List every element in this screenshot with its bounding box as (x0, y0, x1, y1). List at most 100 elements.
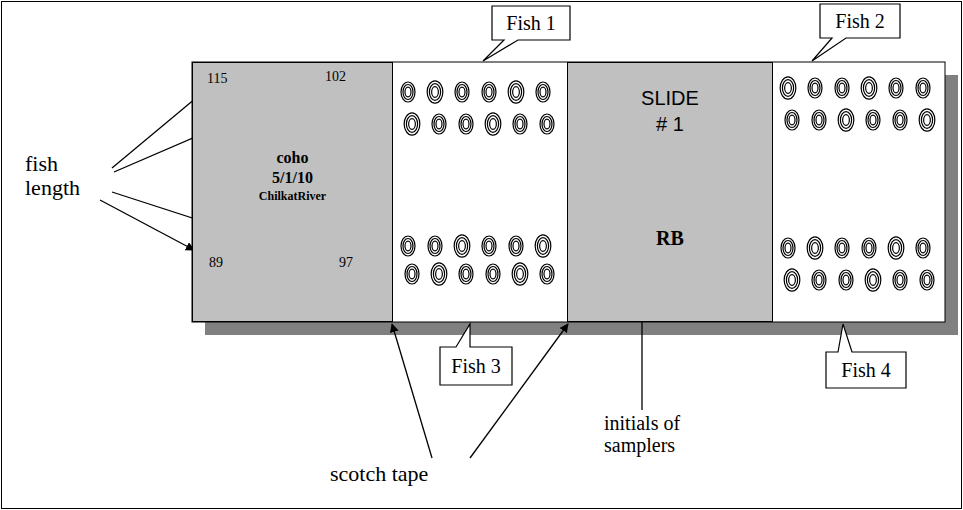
scale-ring (816, 275, 822, 285)
scale-ring (512, 263, 528, 285)
scale-ring (484, 85, 494, 100)
scale-ring (513, 241, 519, 251)
fish-scale (888, 237, 904, 259)
scale-ring (432, 241, 438, 251)
scale-ring (538, 85, 548, 100)
scale-ring (536, 82, 550, 102)
scale-ring (540, 264, 554, 284)
scale-ring (459, 114, 473, 134)
fish-scale (889, 78, 903, 98)
scale-ring (812, 110, 826, 130)
scale-ring (401, 236, 415, 256)
scale-ring (517, 269, 524, 280)
scale-ring (463, 119, 469, 129)
scale-ring (888, 237, 904, 259)
scale-ring (919, 109, 935, 131)
scale-ring (461, 117, 471, 132)
scale-ring (457, 85, 467, 100)
scale-ring (837, 241, 847, 256)
scale-ring (488, 267, 498, 282)
fish-scale (835, 238, 849, 258)
fish-scale (784, 269, 800, 291)
scale-ring (436, 269, 443, 280)
callout-outline (826, 324, 906, 388)
scale-ring (922, 273, 932, 288)
fish-scale (427, 81, 443, 103)
fish-scale (535, 235, 551, 257)
scale-ring (785, 83, 792, 94)
scale-ring (835, 238, 849, 258)
glass-slide (192, 62, 945, 322)
scale-ring (840, 112, 851, 129)
scale-ring (459, 241, 466, 252)
scale-ring (809, 240, 820, 257)
fish-scale (862, 238, 876, 258)
scale-ring (812, 270, 826, 290)
fish-scale (432, 114, 446, 134)
scale-ring (517, 119, 523, 129)
scale-ring (863, 80, 874, 97)
scale-ring (544, 269, 550, 279)
fish-scale (781, 238, 795, 258)
scale-ring (513, 87, 520, 98)
scale-ring (839, 243, 845, 253)
leader-line (100, 200, 194, 250)
leader-line (470, 324, 568, 458)
scale-ring (513, 114, 527, 134)
scale-ring (486, 264, 500, 284)
fish-scale (785, 110, 799, 130)
scale-ring (540, 241, 547, 252)
fish-scale (540, 264, 554, 284)
scale-ring (544, 119, 550, 129)
panel-text: SLIDE (641, 87, 699, 110)
scale-ring (535, 235, 551, 257)
scale-ring (808, 78, 822, 98)
scale-ring (807, 237, 823, 259)
scale-ring (868, 113, 878, 128)
scale-ring (540, 114, 554, 134)
scale-ring (812, 243, 819, 254)
callout-outline (440, 324, 512, 385)
fish-scale (482, 236, 496, 256)
callout-outline (483, 6, 570, 61)
fish-scale (431, 263, 447, 285)
panel-text: # 1 (656, 113, 684, 136)
fish-scale (861, 77, 877, 99)
scale-ring (839, 83, 845, 93)
scale-ring (509, 236, 523, 256)
scale-ring (490, 269, 496, 279)
scale-ring (895, 113, 905, 128)
fish-scale (428, 236, 442, 256)
scale-ring (515, 117, 525, 132)
scale-ring (404, 113, 420, 135)
scale-ring (918, 241, 928, 256)
scale-ring (786, 272, 797, 289)
scale-ring (490, 119, 497, 130)
panel-text: RB (656, 227, 684, 250)
scale-ring (843, 275, 849, 285)
callout-text: Fish 2 (835, 10, 884, 32)
scale-ring (783, 241, 793, 256)
scale-ring (893, 110, 907, 130)
fish-scale (455, 82, 469, 102)
scale-ring (487, 116, 498, 133)
scale-ring (841, 273, 851, 288)
scale-ring (433, 266, 444, 283)
scale-ring (916, 238, 930, 258)
fish-scale (807, 237, 823, 259)
fish-scale (454, 235, 470, 257)
scale-ring (889, 78, 903, 98)
fish-scale (838, 109, 854, 131)
scale-ring (861, 77, 877, 99)
fish-scale (865, 269, 881, 291)
scale-ring (428, 236, 442, 256)
scale-ring (838, 109, 854, 131)
scale-ring (924, 275, 930, 285)
fish-scale (919, 109, 935, 131)
fish-scale (485, 113, 501, 135)
fish-scale (808, 78, 822, 98)
fish-scale (512, 263, 528, 285)
scale-ring (866, 243, 872, 253)
scale-ring (537, 238, 548, 255)
